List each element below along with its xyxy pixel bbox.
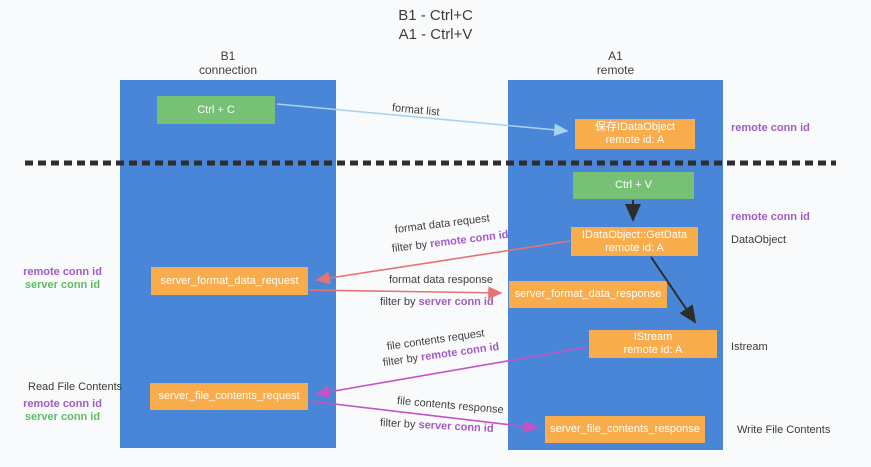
node-server-format-data-response-label: server_format_data_response [514, 288, 662, 300]
lane-header-a1: A1 remote [508, 49, 723, 77]
node-ctrl-v-label: Ctrl + V [615, 179, 652, 191]
lane-header-b1: B1 connection [120, 49, 336, 77]
node-getdata-line2: remote id: A [605, 241, 664, 254]
node-istream: IStream remote id: A [589, 330, 717, 358]
node-server-file-contents-request-label: server_file_contents_request [158, 390, 300, 402]
annotation-dataobject: DataObject [731, 234, 787, 246]
annotation-left-server-conn-id: server conn id [24, 279, 101, 291]
annotation-left-bottom-server-conn-id: server conn id [24, 411, 101, 423]
annotation-read-file-contents: Read File Contents [28, 381, 123, 393]
annotation-remote-conn-id-mid: remote conn id [731, 211, 810, 223]
filter-by-text: filter by [379, 417, 419, 432]
title-line1: B1 - Ctrl+C [398, 7, 473, 24]
title-line2: A1 - Ctrl+V [398, 26, 473, 43]
node-save-idataobject-line1: 保存IDataObject [594, 121, 676, 133]
node-server-file-contents-response-label: server_file_contents_response [550, 423, 700, 435]
node-istream-line2: remote id: A [623, 344, 683, 356]
edge-label-format-data-response: format data response [389, 274, 493, 286]
node-save-idataobject: 保存IDataObject remote id: A [575, 119, 695, 149]
annotation-left-conn-ids: remote conn id server conn id [15, 266, 110, 292]
node-getdata-line1: IDataObject::GetData [581, 228, 688, 241]
annotation-istream: Istream [731, 341, 768, 353]
annotation-remote-conn-id-top: remote conn id [731, 122, 810, 134]
annotation-left-bottom-remote-conn-id: remote conn id [23, 398, 102, 410]
lane-b1-subtitle: connection [198, 63, 258, 77]
edge-label-filter-server-2: filter by server conn id [380, 417, 494, 436]
node-server-format-data-request-label: server_format_data_request [160, 274, 299, 287]
annotation-left-remote-conn-id: remote conn id [23, 266, 102, 278]
node-save-idataobject-line2: remote id: A [605, 134, 665, 146]
annotation-left-bottom-conn-ids: remote conn id server conn id [15, 398, 110, 424]
node-ctrl-c-label: Ctrl + C [197, 103, 235, 116]
filter-remote-conn-id: remote conn id [429, 228, 510, 251]
edge-label-file-contents-response: file contents response [396, 395, 505, 417]
node-ctrl-v: Ctrl + V [573, 172, 694, 199]
lane-b1-title: B1 [220, 49, 236, 63]
filter-server-conn-id: server conn id [418, 419, 494, 435]
node-ctrl-c: Ctrl + C [157, 96, 275, 124]
lane-a1-title: A1 [608, 49, 623, 63]
node-server-format-data-response: server_format_data_response [509, 281, 667, 308]
edge-label-filter-server-1: filter by server conn id [380, 296, 494, 309]
node-istream-line1: IStream [633, 331, 673, 343]
filter-by-text: filter by [380, 296, 419, 308]
arrow-format-data-response [308, 286, 503, 300]
node-server-file-contents-request: server_file_contents_request [150, 383, 308, 410]
edge-label-format-list: format list [391, 102, 441, 119]
filter-by-text: filter by [382, 351, 422, 369]
diagram-title: B1 - Ctrl+C A1 - Ctrl+V [0, 6, 871, 44]
node-server-file-contents-response: server_file_contents_response [545, 416, 705, 443]
node-idataobject-getdata: IDataObject::GetData remote id: A [571, 227, 698, 256]
filter-server-conn-id: server conn id [418, 296, 494, 308]
node-server-format-data-request: server_format_data_request [151, 267, 308, 295]
filter-by-text: filter by [391, 238, 431, 255]
lane-a1-subtitle: remote [596, 63, 635, 77]
annotation-write-file-contents: Write File Contents [737, 424, 831, 436]
